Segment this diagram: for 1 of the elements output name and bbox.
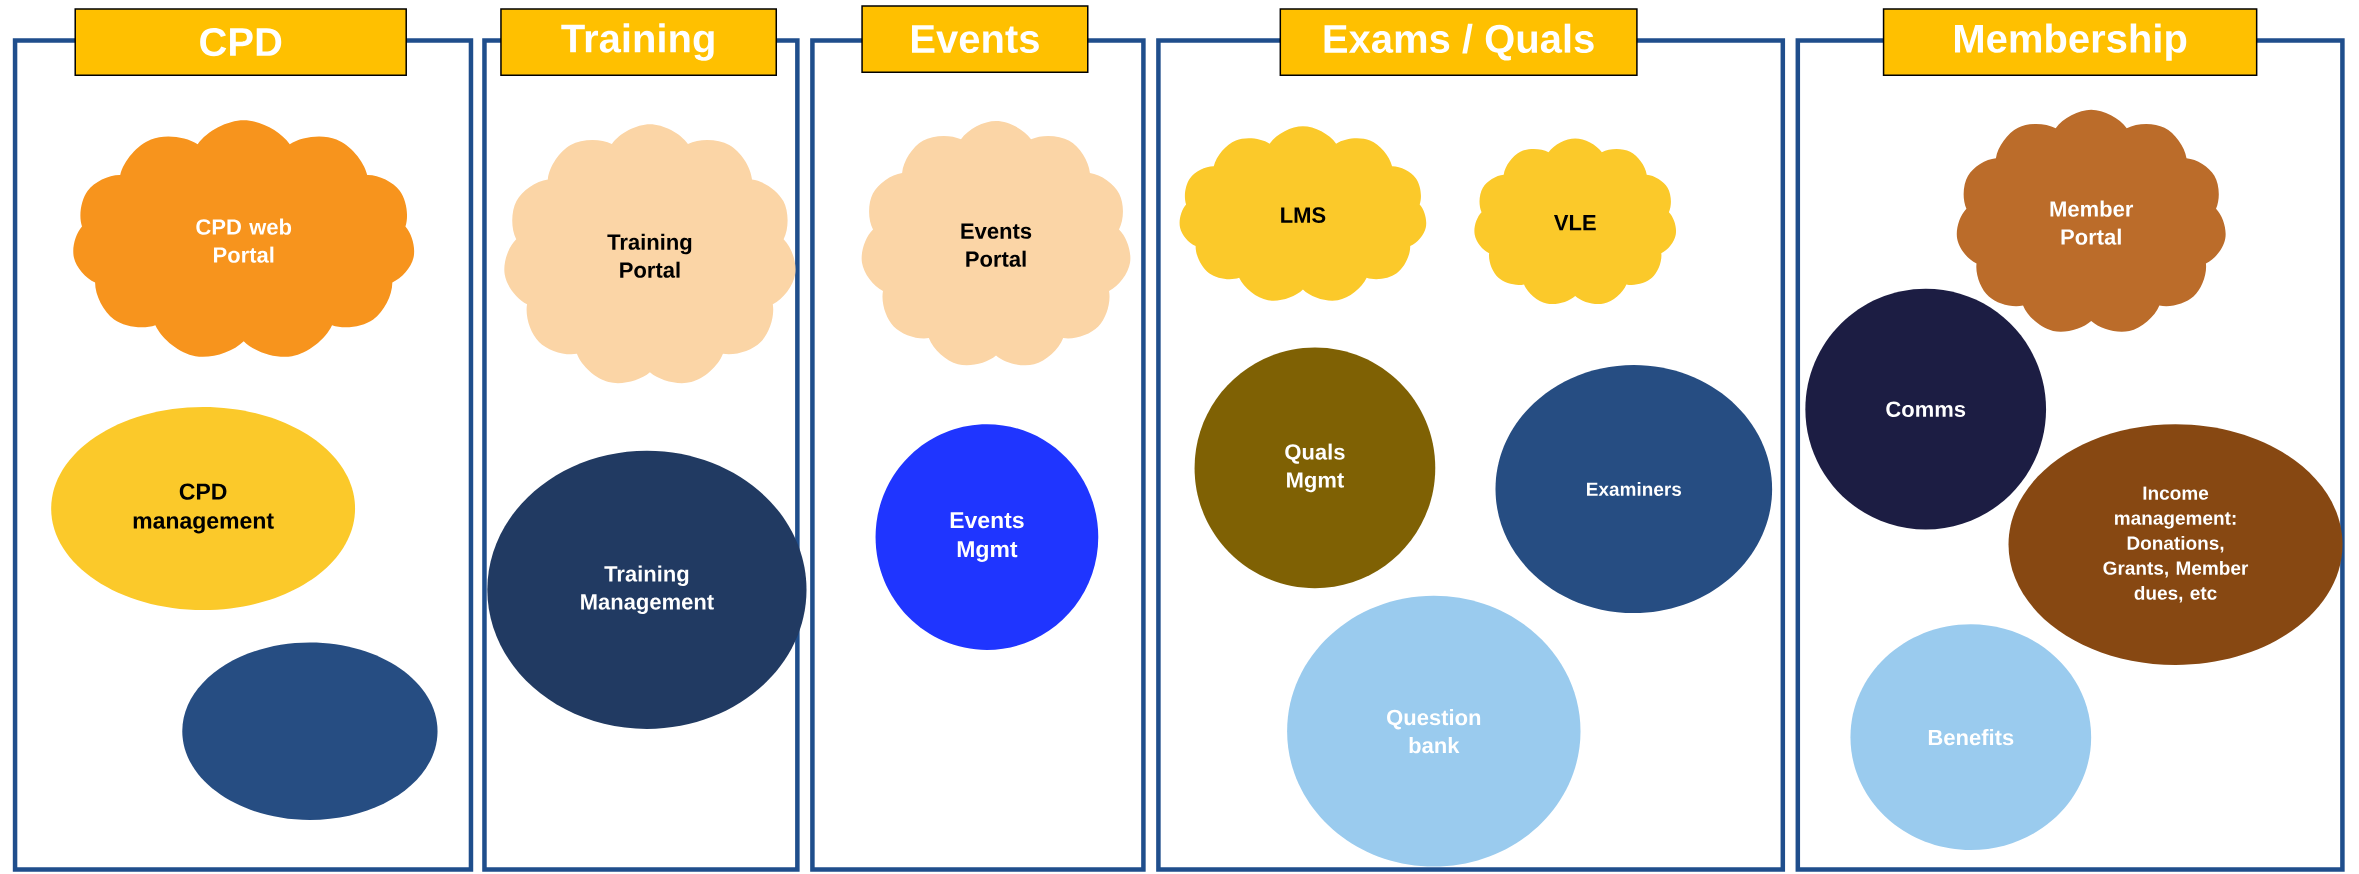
ellipse-shape	[182, 642, 438, 820]
